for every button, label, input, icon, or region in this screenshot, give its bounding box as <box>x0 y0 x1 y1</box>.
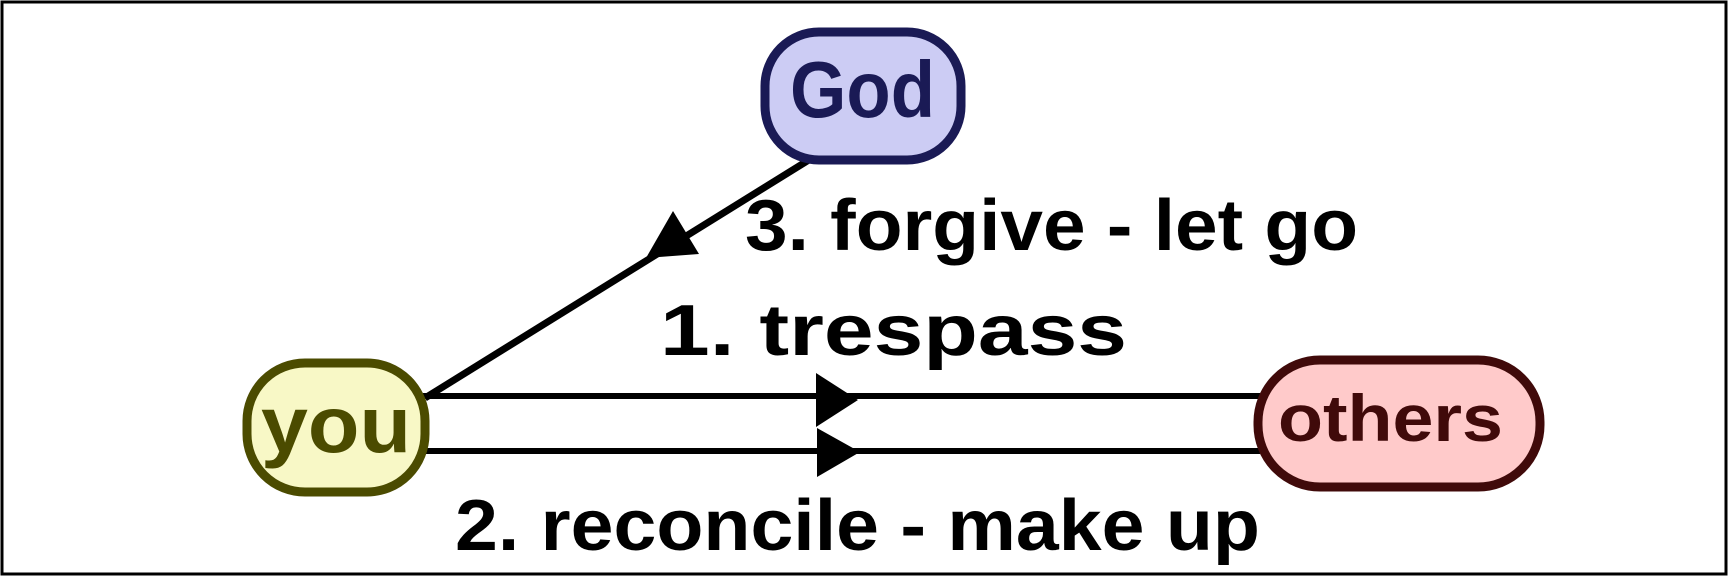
node-god-label: God <box>790 45 935 134</box>
node-others-label: others <box>1278 381 1503 455</box>
node-god: God <box>760 27 966 165</box>
edge-forgive-line <box>423 155 814 401</box>
node-others-shape <box>1253 355 1545 492</box>
node-you-shape <box>242 358 430 497</box>
edge-trespass-label: 1. trespass <box>660 291 1127 371</box>
node-others: others <box>1253 355 1545 492</box>
node-you-label: you <box>261 380 411 469</box>
edge-forgive-arrowhead-icon <box>646 211 699 258</box>
edge-reconcile-arrowhead-icon <box>817 428 860 477</box>
edge-reconcile-label: 2. reconcile - make up <box>455 486 1260 566</box>
node-you: you <box>242 358 430 497</box>
edge-forgive-label: 3. forgive - let go <box>745 186 1358 266</box>
node-god-shape <box>760 27 966 165</box>
edge-trespass-arrowhead-icon <box>816 373 858 427</box>
